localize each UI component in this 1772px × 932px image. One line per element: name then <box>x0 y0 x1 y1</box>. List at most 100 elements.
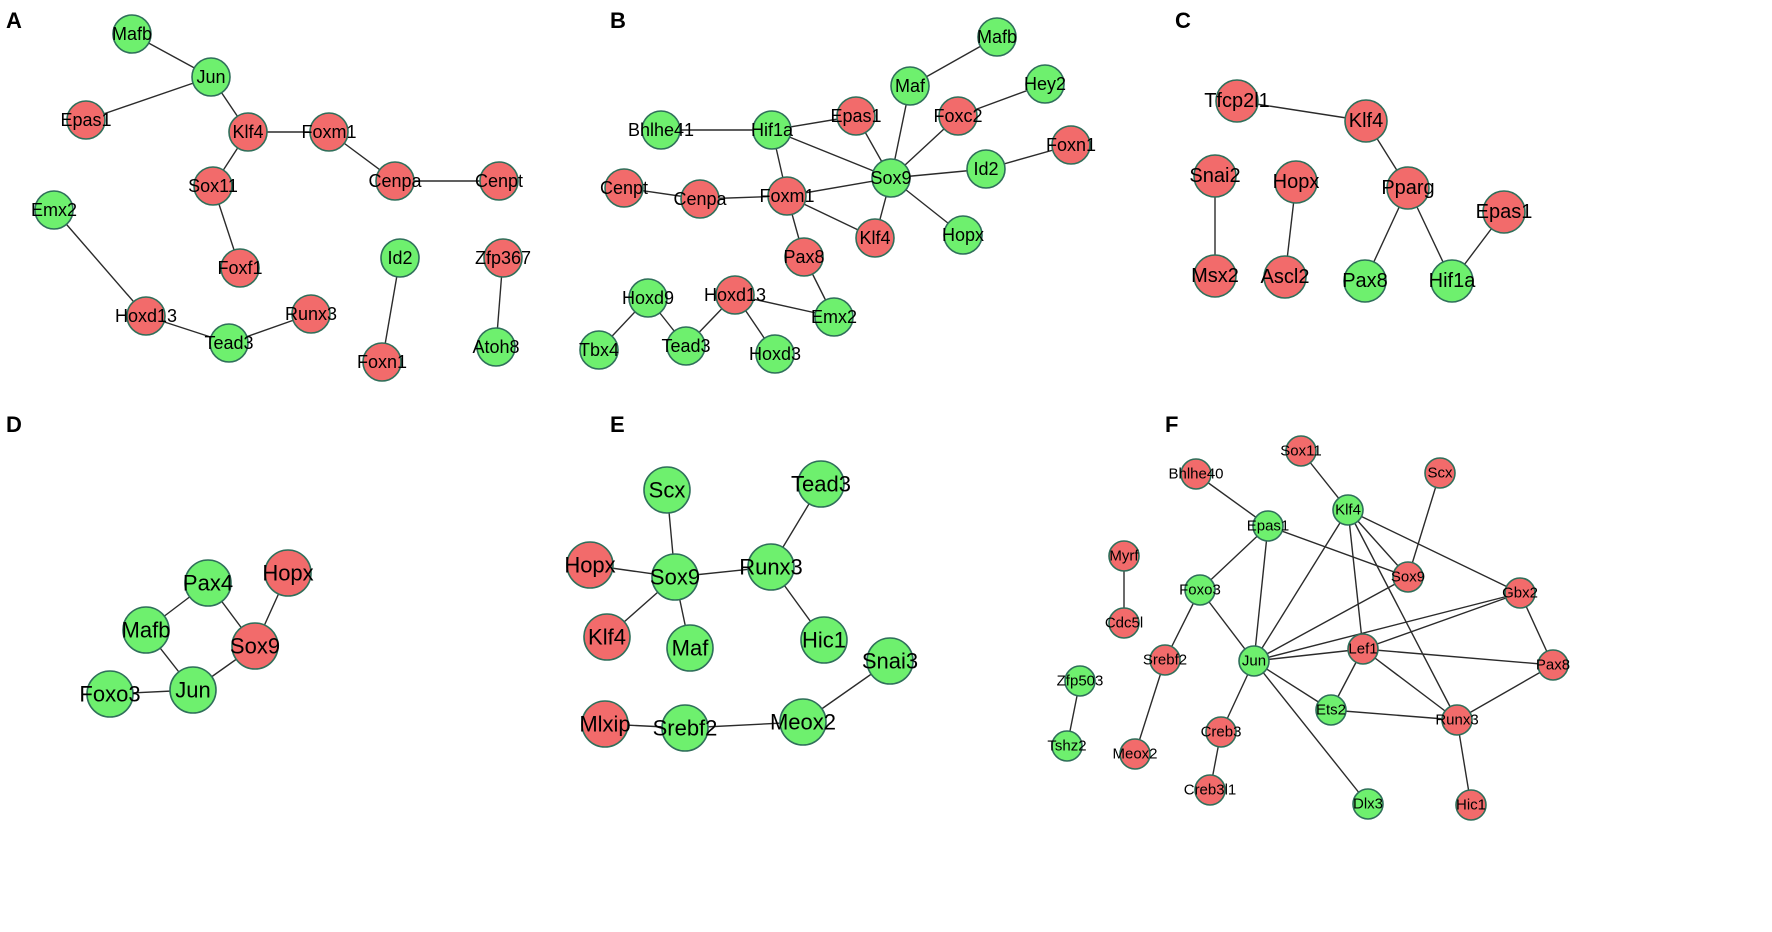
node-circle <box>666 326 706 366</box>
node-maf: Maf <box>666 624 714 672</box>
node-hic1: Hic1 <box>1455 789 1487 821</box>
node-circle <box>855 218 895 258</box>
node-circle <box>479 161 519 201</box>
node-label: Tfcp2l1 <box>1204 90 1270 112</box>
node-circle <box>604 168 644 208</box>
node-circle <box>1051 730 1083 762</box>
node-tead3: Tead3 <box>661 326 711 366</box>
node-label: Klf4 <box>232 122 263 142</box>
node-klf4: Klf4 <box>1344 99 1388 143</box>
node-foxo3: Foxo3 <box>1179 574 1221 606</box>
node-label: Sox9 <box>870 168 911 188</box>
node-bhlhe41: Bhlhe41 <box>628 110 694 150</box>
node-label: Hey2 <box>1024 74 1066 94</box>
node-ets2: Ets2 <box>1315 694 1347 726</box>
node-label: Maf <box>672 636 710 661</box>
node-hopx: Hopx <box>942 215 984 255</box>
node-label: Pax8 <box>1342 270 1388 292</box>
node-circle <box>779 698 827 746</box>
node-circle <box>126 296 166 336</box>
node-creb3l1: Creb3l1 <box>1184 774 1237 806</box>
node-hopx: Hopx <box>564 541 616 589</box>
node-label: Hic1 <box>1456 797 1486 814</box>
node-bhlhe40: Bhlhe40 <box>1168 458 1224 490</box>
node-tshz2: Tshz2 <box>1047 730 1087 762</box>
node-foxm1: Foxm1 <box>759 176 815 216</box>
node-meox2: Meox2 <box>1112 738 1158 770</box>
node-circle <box>784 237 824 277</box>
node-label: Snai3 <box>862 649 918 674</box>
node-circle <box>836 96 876 136</box>
node-label: Snai2 <box>1189 165 1240 187</box>
node-circle <box>86 670 134 718</box>
node-label: Srebf2 <box>653 716 718 741</box>
node-epas1: Epas1 <box>60 100 112 140</box>
node-circle <box>1430 259 1474 303</box>
node-label: Foxm1 <box>301 122 356 142</box>
node-label: Id2 <box>387 248 412 268</box>
node-label: Creb3 <box>1201 724 1242 741</box>
node-circle <box>1149 644 1181 676</box>
node-circle <box>1193 154 1237 198</box>
node-label: Zfp503 <box>1057 673 1104 690</box>
node-circle <box>1482 190 1526 234</box>
node-klf4: Klf4 <box>583 613 631 661</box>
node-srebf2: Srebf2 <box>1143 644 1187 676</box>
node-circle <box>1252 510 1284 542</box>
node-hey2: Hey2 <box>1024 64 1066 104</box>
node-label: Creb3l1 <box>1184 782 1237 799</box>
node-circle <box>641 110 681 150</box>
node-circle <box>890 66 930 106</box>
node-circle <box>483 238 523 278</box>
node-hopx: Hopx <box>1273 160 1319 204</box>
node-label: Mlxip <box>579 712 630 737</box>
node-circle <box>666 624 714 672</box>
node-label: Foxn1 <box>357 352 407 372</box>
node-label: Sox9 <box>1391 569 1425 586</box>
node-srebf2: Srebf2 <box>653 704 718 752</box>
node-label: Pax8 <box>1536 657 1570 674</box>
node-circle <box>193 166 233 206</box>
node-gbx2: Gbx2 <box>1502 577 1538 609</box>
node-label: Mafb <box>122 618 171 643</box>
node-jun: Jun <box>169 666 217 714</box>
node-tfcp2l1: Tfcp2l1 <box>1204 79 1270 123</box>
node-label: Hif1a <box>1429 270 1477 292</box>
node-runx3: Runx3 <box>1435 704 1479 736</box>
node-label: Cenpt <box>600 178 648 198</box>
node-foxc2: Foxc2 <box>933 96 983 136</box>
edge-sox9-jun <box>1253 576 1409 662</box>
node-circle <box>184 559 232 607</box>
edge-jun-dlx3 <box>1253 660 1369 805</box>
node-circle <box>938 96 978 136</box>
panel-letter-f: F <box>1165 412 1178 437</box>
edge-klf4-gbx2 <box>1347 509 1521 594</box>
node-circle <box>220 248 260 288</box>
node-label: Tbx4 <box>579 340 619 360</box>
node-circle <box>309 112 349 152</box>
node-circle <box>1184 574 1216 606</box>
node-circle <box>1215 79 1259 123</box>
node-mafb: Mafb <box>112 14 152 54</box>
node-circle <box>1193 254 1237 298</box>
node-label: Jun <box>1242 653 1266 670</box>
edge-klf4-lef1 <box>1347 509 1364 650</box>
node-label: Runx3 <box>739 555 803 580</box>
node-label: Hoxd3 <box>749 344 801 364</box>
node-pax8: Pax8 <box>1536 649 1570 681</box>
node-label: Ets2 <box>1316 702 1346 719</box>
node-circle <box>1108 540 1140 572</box>
node-circle <box>747 543 795 591</box>
node-label: Hoxd13 <box>115 306 177 326</box>
node-circle <box>566 541 614 589</box>
node-hopx: Hopx <box>262 549 314 597</box>
node-label: Ascl2 <box>1261 266 1310 288</box>
node-tead3: Tead3 <box>204 323 254 363</box>
node-epas1: Epas1 <box>830 96 882 136</box>
node-label: Zfp367 <box>475 248 531 268</box>
node-circle <box>651 553 699 601</box>
node-circle <box>1352 788 1384 820</box>
